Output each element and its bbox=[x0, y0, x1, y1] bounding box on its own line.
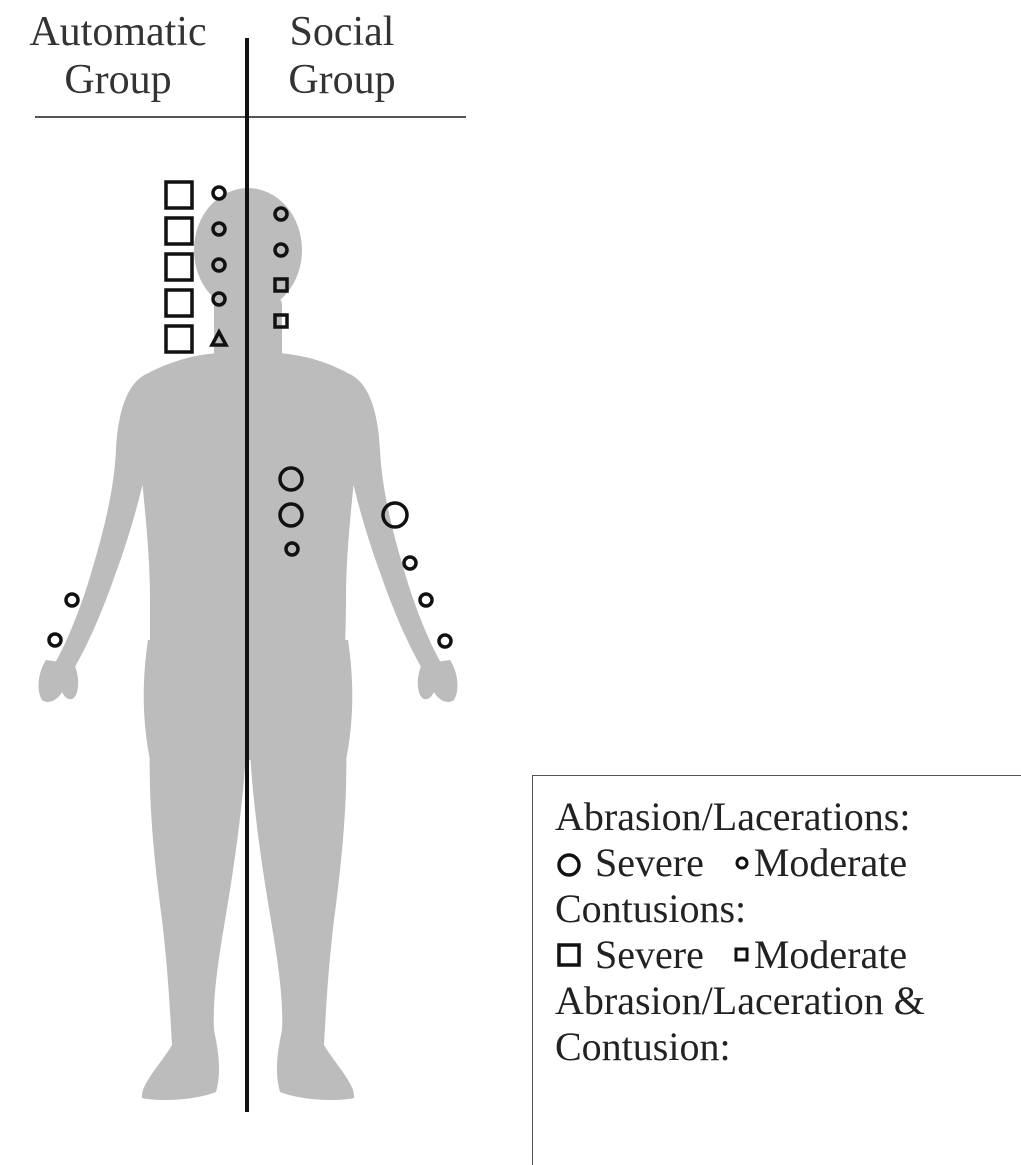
legend-abrasion-row: Severe Moderate bbox=[555, 840, 907, 886]
legend: Abrasion/Lacerations: Severe Moderate Co… bbox=[532, 775, 1021, 1165]
right-hand bbox=[418, 660, 458, 702]
right-arm bbox=[340, 372, 442, 672]
severe-contusion-marker bbox=[166, 218, 192, 244]
legend-combined-heading-line2: Contusion: bbox=[555, 1024, 731, 1070]
moderate-abrasion-marker bbox=[420, 594, 432, 606]
legend-contusion-heading: Contusions: bbox=[555, 886, 746, 932]
severe-contusion-marker bbox=[166, 326, 192, 352]
right-leg bbox=[250, 740, 354, 1100]
moderate-abrasion-marker bbox=[404, 557, 416, 569]
legend-abrasion-severe-label: Severe bbox=[595, 840, 704, 886]
moderate-abrasion-marker bbox=[439, 635, 451, 647]
legend-contusion-severe-label: Severe bbox=[595, 932, 704, 978]
legend-abrasion-heading: Abrasion/Lacerations: bbox=[555, 794, 910, 840]
legend-abrasion-moderate-label: Moderate bbox=[754, 840, 907, 886]
moderate-abrasion-marker bbox=[213, 187, 225, 199]
left-leg bbox=[142, 740, 246, 1100]
left-arm bbox=[54, 372, 156, 672]
moderate-abrasion-marker bbox=[49, 634, 61, 646]
social-group-title-line1: Social bbox=[262, 8, 422, 56]
automatic-group-title-line2: Group bbox=[8, 56, 228, 104]
moderate-contusion-icon bbox=[732, 940, 754, 970]
automatic-group-title-line1: Automatic bbox=[8, 8, 228, 56]
automatic-group-header: Automatic Group bbox=[8, 8, 228, 104]
social-group-header: Social Group bbox=[262, 8, 422, 104]
moderate-abrasion-icon bbox=[732, 848, 754, 878]
severe-contusion-marker bbox=[166, 182, 192, 208]
legend-contusion-moderate-label: Moderate bbox=[754, 932, 907, 978]
left-hand bbox=[39, 660, 79, 702]
severe-contusion-marker bbox=[166, 290, 192, 316]
severe-abrasion-icon bbox=[555, 848, 595, 878]
severe-contusion-marker bbox=[166, 254, 192, 280]
social-group-title-line2: Group bbox=[262, 56, 422, 104]
legend-combined-heading-line1: Abrasion/Laceration & bbox=[555, 978, 925, 1024]
legend-contusion-row: Severe Moderate bbox=[555, 932, 907, 978]
moderate-abrasion-marker bbox=[66, 594, 78, 606]
severe-contusion-icon bbox=[555, 940, 595, 970]
